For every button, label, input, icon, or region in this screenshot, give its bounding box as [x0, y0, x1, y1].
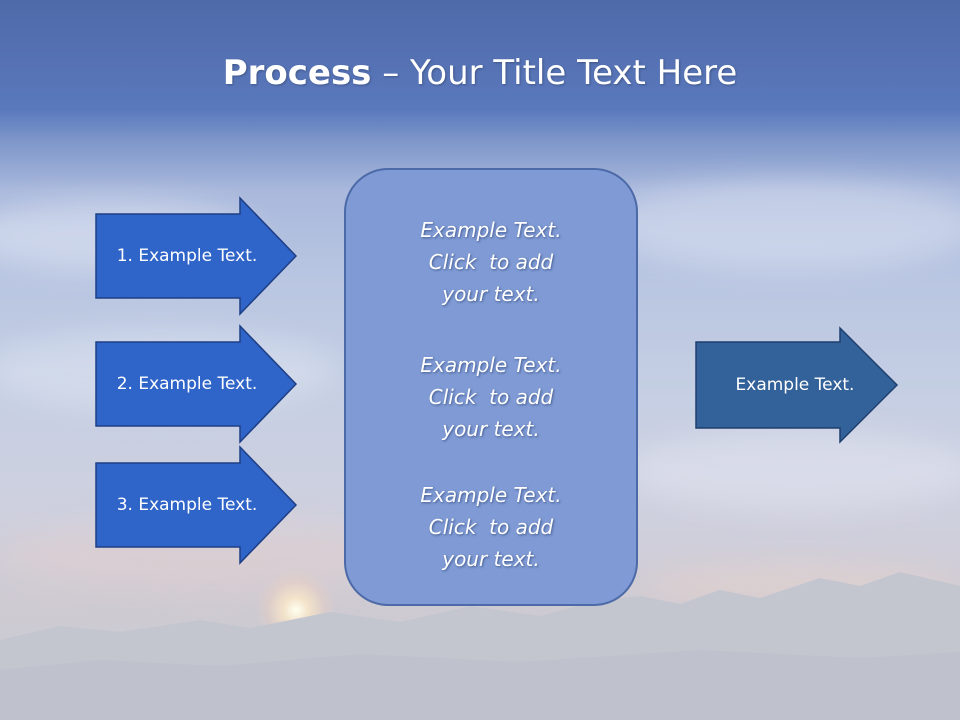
panel-line: Example Text.: [420, 218, 562, 242]
arrow-3-label: 3. Example Text.: [116, 495, 258, 515]
arrow-1-label: 1. Example Text.: [116, 246, 258, 266]
panel-line: Click to add: [428, 515, 554, 539]
title-rest: – Your Title Text Here: [371, 53, 738, 93]
panel-text-block-2[interactable]: Example Text. Click to add your text.: [346, 349, 636, 445]
panel-line: Example Text.: [420, 483, 562, 507]
panel-line: your text.: [442, 417, 540, 441]
arrow-1[interactable]: [95, 196, 298, 316]
cloud: [620, 430, 960, 510]
panel-line: Click to add: [428, 250, 554, 274]
right-arrow[interactable]: [695, 326, 899, 444]
right-arrow-label: Example Text.: [735, 375, 855, 395]
slide-title[interactable]: Process – Your Title Text Here: [0, 48, 960, 98]
arrow-3[interactable]: [95, 445, 298, 565]
center-text-panel[interactable]: Example Text. Click to add your text. Ex…: [344, 168, 638, 606]
title-bold: Process: [222, 53, 372, 93]
arrow-2-label: 2. Example Text.: [116, 374, 258, 394]
panel-line: your text.: [442, 282, 540, 306]
panel-text-block-3[interactable]: Example Text. Click to add your text.: [346, 479, 636, 575]
cloud: [600, 180, 960, 270]
panel-line: Example Text.: [420, 353, 562, 377]
panel-text-block-1[interactable]: Example Text. Click to add your text.: [346, 214, 636, 310]
arrow-2[interactable]: [95, 324, 298, 444]
panel-line: Click to add: [428, 385, 554, 409]
panel-line: your text.: [442, 547, 540, 571]
